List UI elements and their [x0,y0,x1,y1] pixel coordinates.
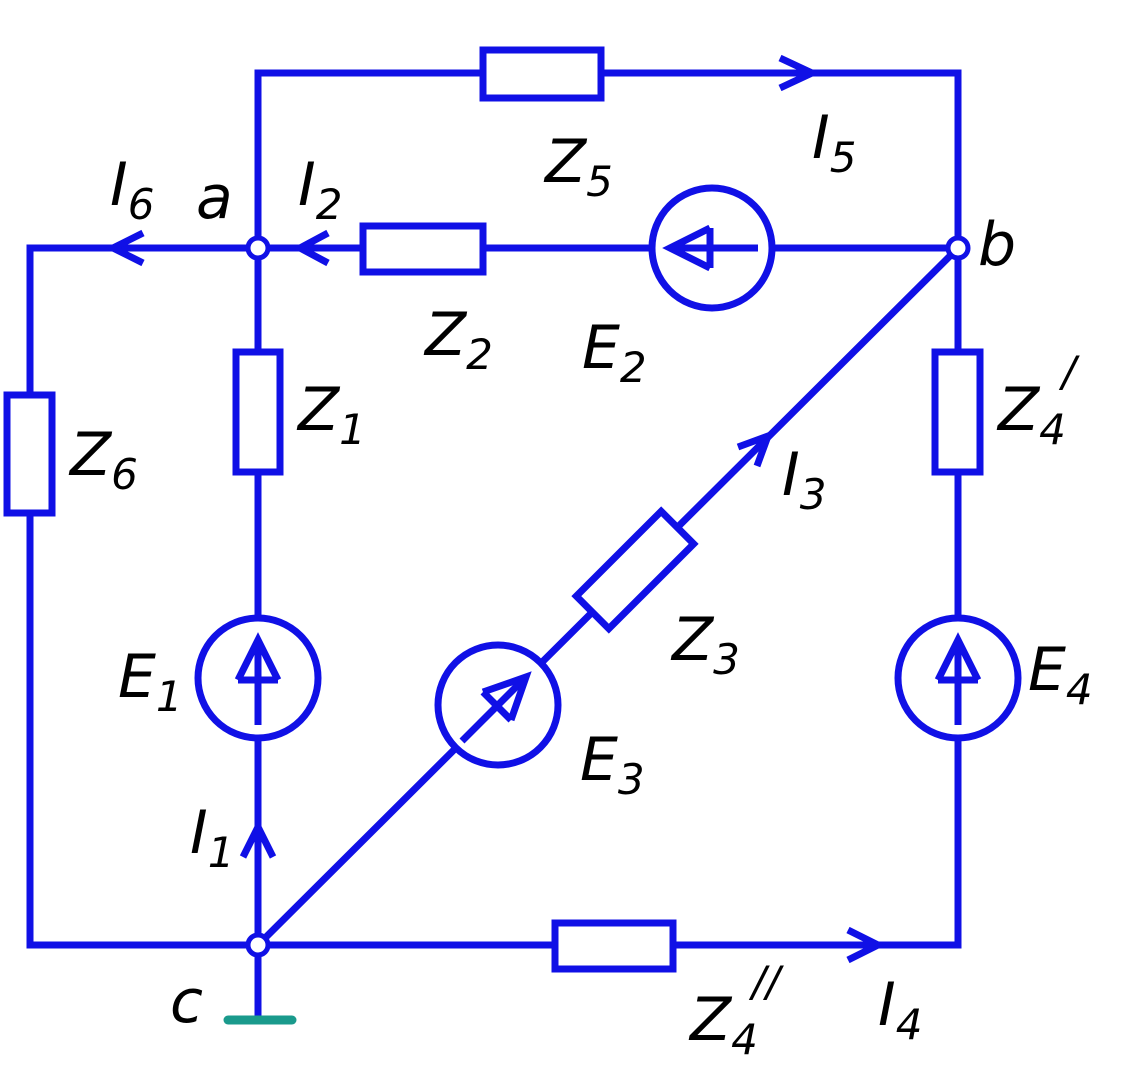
i2-label: I2 [298,150,342,229]
z3-label: Z3 [670,605,740,684]
z4-prime-sub: 4 [1039,405,1066,454]
wire-top-branch [254,69,962,252]
e2-label: E2 [582,313,647,392]
i1-main: I [190,798,208,868]
z5-label: Z5 [543,127,613,206]
e3-arrow-shaft [459,674,529,744]
i5-label: I5 [812,103,856,182]
i1-arrow [239,819,277,859]
wires [26,69,963,1024]
e1-main: E [118,642,156,712]
e4-sub: 4 [1066,665,1093,714]
z2-sub: 2 [466,330,493,379]
wire-left-branch [26,244,262,949]
e4-main: E [1028,635,1066,705]
e3-sub: 3 [618,755,645,804]
i1-sub: 1 [208,828,235,877]
node-a [245,235,271,261]
e2-arrow-head [662,224,712,272]
z1-sub: 1 [339,405,366,454]
i3-main: I [782,440,800,510]
nodes [245,235,971,958]
i2-arrow [292,229,330,267]
z4-prime-resistor [931,348,984,476]
z2-main: Z [423,300,468,370]
z1-main: Z [296,375,341,445]
e2-sub: 2 [620,343,647,392]
node-b [945,235,971,261]
i3-label: I3 [782,440,826,519]
z6-label: Z6 [68,420,138,499]
e1-arrow-head [234,632,282,682]
e2-source [648,184,776,312]
z6-main: Z [68,420,113,490]
z4-prime-sup: / [1058,347,1080,396]
node-c-label: c [170,967,203,1037]
z1-resistor [232,348,284,476]
e3-label: E3 [580,725,645,804]
z4-double-prime-sub: 4 [731,1015,758,1064]
e1-source [194,614,322,742]
z5-sub: 5 [586,157,613,206]
i6-sub: 6 [128,180,155,229]
i4-main: I [878,970,896,1040]
e3-main: E [580,725,618,795]
node-b-label: b [978,210,1016,280]
z3-resistor [571,506,699,634]
z2-label: Z2 [423,300,493,379]
i6-label: I6 [110,150,154,229]
current-arrows [105,54,886,964]
wire-b-c [254,244,962,949]
i3-arrow [736,430,774,468]
z1-label: Z1 [296,375,366,454]
i4-arrow [846,926,886,964]
e3-arrow-back [480,689,514,723]
z4-prime-main: Z [996,375,1041,445]
z5-main: Z [543,127,588,197]
i5-sub: 5 [830,133,857,182]
sources [194,184,1022,769]
i2-sub: 2 [316,180,343,229]
i5-main: I [812,103,830,173]
e4-source [894,614,1022,742]
e1-label: E1 [118,642,183,721]
i1-label: I1 [190,798,234,877]
z4-double-prime-resistor [551,919,677,973]
z6-sub: 6 [111,450,138,499]
e2-main: E [582,313,620,383]
z4-double-prime-sup: // [748,957,784,1006]
i4-sub: 4 [896,1000,923,1049]
i2-main: I [298,150,316,220]
i3-sub: 3 [800,470,827,519]
i6-main: I [110,150,128,220]
z6-resistor [3,391,56,517]
e4-label: E4 [1028,635,1093,714]
i4-label: I4 [878,970,922,1049]
e3-source [434,641,562,769]
e3-arrow-head [481,671,532,722]
z4-double-prime-main: Z [688,985,733,1055]
node-a-label: a [196,163,233,233]
e4-arrow-head [934,632,982,682]
z3-main: Z [670,605,715,675]
z2-resistor [359,222,487,276]
impedances [3,46,984,973]
z4-prime-label: Z4 / [996,347,1080,454]
z5-resistor [479,46,605,102]
node-c [245,932,271,958]
z3-sub: 3 [713,635,740,684]
i6-arrow [105,229,145,267]
e1-sub: 1 [156,672,183,721]
i5-arrow [778,54,821,92]
z4-double-prime-label: Z4 // [688,957,784,1064]
labels: a b c Z5 Z2 Z1 Z6 Z3 Z4/ Z4// E2 E1 E3 E… [68,103,1093,1064]
